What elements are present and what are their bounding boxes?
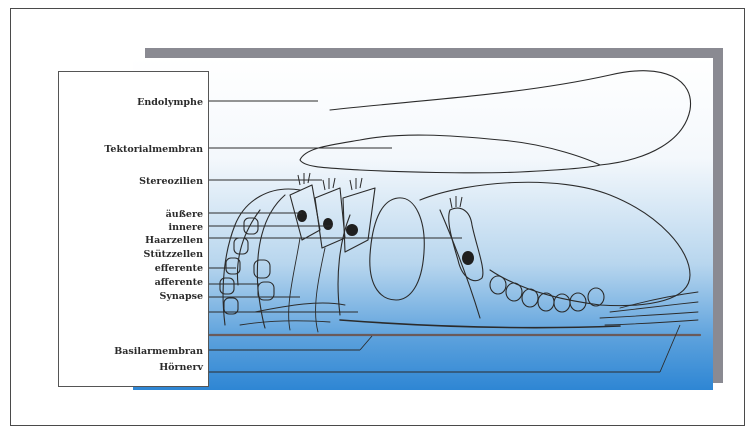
tunnel-of-corti — [370, 198, 424, 300]
label-efferente: efferente — [155, 263, 203, 274]
leader-lines — [209, 101, 680, 372]
label-endolymphe: Endolymphe — [137, 97, 203, 108]
label-stereozilien: Stereozilien — [139, 176, 203, 187]
endolymph-membrane — [330, 71, 691, 165]
label-synapse: Synapse — [160, 291, 203, 302]
label-legend-box: Endolymphe Tektorialmembran Stereozilien… — [58, 71, 209, 387]
outer-cell-mass — [420, 182, 690, 305]
label-aeussere: äußere — [166, 209, 203, 220]
label-afferente: afferente — [155, 277, 203, 288]
label-basilarmembran: Basilarmembran — [114, 346, 203, 357]
support-cells-left — [223, 189, 300, 325]
tectorial-membrane — [300, 135, 600, 173]
stereocilia — [298, 173, 462, 208]
label-haarzellen: Haarzellen — [145, 235, 203, 246]
label-hoernerv: Hörnerv — [159, 362, 203, 373]
label-innere: innere — [168, 222, 203, 233]
label-stuetzzellen: Stützzellen — [143, 249, 203, 260]
label-tektorialmembran: Tektorialmembran — [104, 144, 203, 155]
outer-support-cell-row — [490, 276, 604, 312]
outer-pillar — [440, 210, 480, 318]
inner-hair-cell — [449, 208, 483, 281]
